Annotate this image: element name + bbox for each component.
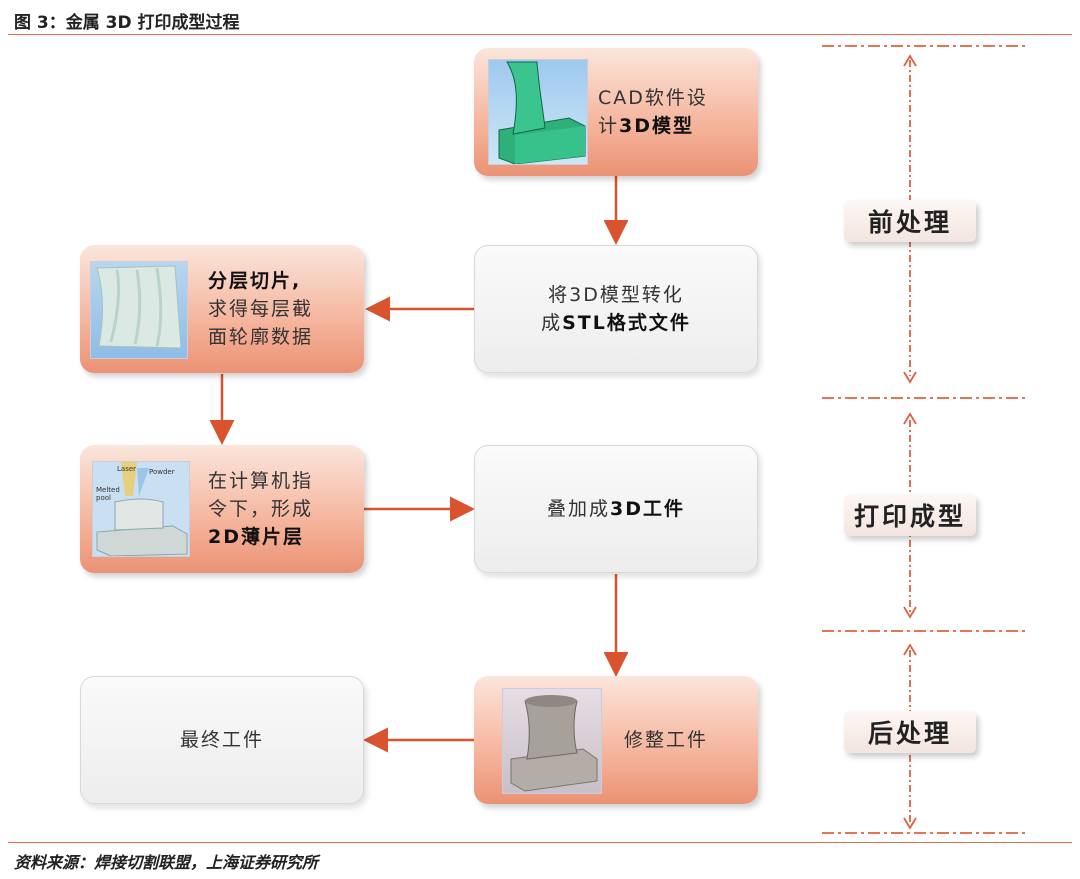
stage-printing: 打印成型 [844,494,976,536]
slicing-box: 分层切片, 求得每层截 面轮廓数据 [80,245,364,373]
convert-line2-bold: STL格式文件 [562,312,691,334]
final-label: 最终工件 [179,729,264,751]
final-part-box: 最终工件 [80,676,364,804]
stack-prefix: 叠加成 [546,498,610,520]
slice-line2: 求得每层截 [208,298,314,320]
cad-line2-bold: 3D模型 [619,115,695,137]
laser-process-image: Laser Powder Melted pool [92,461,190,557]
top-rule [8,34,1072,35]
laser-line3-bold: 2D薄片层 [208,526,304,548]
powder-thumb-label: Powder [149,468,175,476]
slice-line3: 面轮廓数据 [208,326,314,348]
trim-label: 修整工件 [624,729,709,751]
slice-model-image [90,261,188,359]
convert-line2-prefix: 成 [541,312,563,334]
laser-thumb-label: Laser [117,465,136,473]
trim-box: 修整工件 [474,676,758,804]
laser-line2: 令下，形成 [208,498,314,520]
figure-source: 资料来源：焊接切割联盟，上海证券研究所 [14,853,319,872]
melted-thumb-label: Melted [96,486,120,494]
convert-line1: 将3D模型转化 [548,284,684,306]
bottom-rule [8,842,1072,843]
slice-line1-bold: 分层切片, [208,270,302,292]
cad-line1: CAD软件设 [598,87,708,109]
pool-thumb-label: pool [96,494,111,502]
laser-line1: 在计算机指 [208,470,314,492]
stage-post-processing: 后处理 [844,711,976,753]
cad-line2-prefix: 计 [598,115,620,137]
stack-3d-box: 叠加成3D工件 [474,445,758,573]
figure-title: 图 3：金属 3D 打印成型过程 [14,13,240,33]
laser-layer-box: Laser Powder Melted pool 在计算机指 令下，形成 2D薄… [80,445,364,573]
cad-model-image [488,59,588,165]
trimmed-part-image [502,688,602,794]
stl-convert-box: 将3D模型转化 成STL格式文件 [474,245,758,373]
stage-pre-processing: 前处理 [844,200,976,242]
cad-design-box: CAD软件设 计3D模型 [474,48,758,176]
stack-bold: 3D工件 [610,498,685,520]
